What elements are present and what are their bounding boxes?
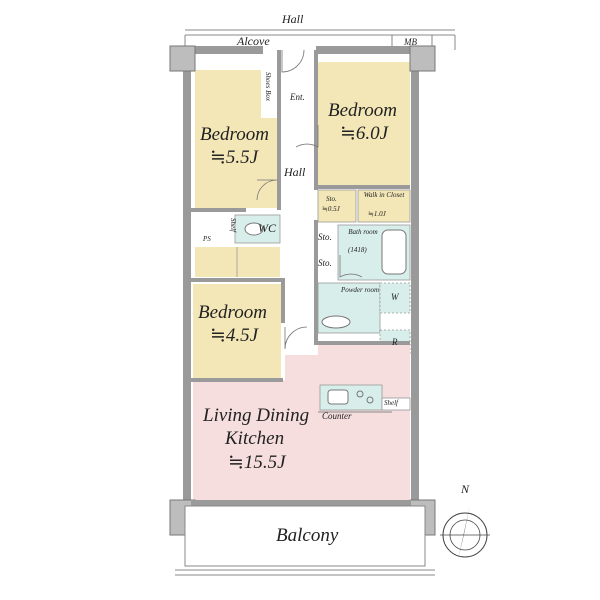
north-label: N — [461, 482, 470, 496]
living-area — [193, 345, 410, 500]
alcove-label: Alcove — [237, 34, 270, 48]
ps-label: PS — [203, 235, 211, 243]
basin — [321, 315, 351, 329]
bathtub — [381, 229, 407, 275]
wall-left — [183, 50, 191, 500]
storage-small-name: Sto. — [326, 195, 337, 203]
storage-b-label: Sto. — [318, 258, 332, 268]
wall-bed1-bottom — [191, 208, 246, 212]
wall-bed1-right — [277, 50, 281, 210]
washer-area — [379, 282, 411, 314]
washer-label: W — [391, 292, 399, 302]
fridge-label: R — [392, 337, 398, 347]
hall-inner-label: Hall — [284, 165, 306, 179]
mb-label: MB — [404, 37, 417, 47]
wall-top-right — [316, 46, 419, 54]
bedroom-1-area — [195, 70, 261, 208]
closet-row — [195, 247, 280, 277]
hall-top-label: Hall — [282, 12, 304, 26]
bedroom-1-size: ≒5.5J — [210, 147, 259, 168]
door-bedroom-2 — [295, 125, 319, 148]
living-size: ≒15.5J — [228, 452, 286, 473]
wall-core-left — [314, 220, 318, 345]
wall-core-bottom — [314, 341, 410, 345]
stove-1 — [356, 390, 364, 398]
door-bedroom-3 — [284, 326, 308, 350]
living-line-2: Kitchen — [225, 428, 285, 449]
bedroom-2-size: ≒6.0J — [340, 123, 389, 144]
kitchen-shelf-area — [381, 397, 411, 411]
storage-small-area — [317, 189, 357, 223]
door-entrance — [281, 49, 305, 73]
wall-bed3-bottom — [191, 378, 283, 382]
bedroom-3-size: ≒4.5J — [210, 325, 259, 346]
wall-top-left — [183, 46, 263, 54]
entrance-label: Ent. — [290, 92, 305, 102]
column-tr — [409, 45, 436, 72]
stove-2 — [366, 396, 374, 404]
bedroom-1-name: Bedroom — [200, 124, 269, 145]
walk-in-size: ≒1.0J — [368, 210, 386, 218]
wc-label: WC — [258, 221, 276, 235]
bathroom-name: Bath room — [348, 228, 378, 236]
wall-bed2-left — [314, 50, 318, 190]
bathroom-code: (1418) — [348, 246, 367, 254]
wall-bottom — [191, 500, 411, 506]
bedroom-2-area — [318, 62, 410, 185]
column-tl — [169, 45, 196, 72]
balcony-label: Balcony — [276, 525, 339, 546]
storage-small-size: ≒0.5J — [322, 205, 340, 213]
door-bath — [339, 255, 363, 278]
walk-in-area — [357, 189, 411, 223]
bedroom-2-name: Bedroom — [328, 100, 397, 121]
balcony-area — [184, 505, 426, 567]
wall-right — [411, 50, 419, 500]
powder-room-label: Powder room — [340, 286, 380, 294]
storage-a-label: Sto. — [318, 232, 332, 242]
bedroom-1-area-b — [261, 118, 277, 208]
walk-in-name: Walk in Closet — [363, 191, 405, 199]
bedroom-3-area — [193, 284, 281, 378]
wall-bed2-bottom — [314, 185, 410, 189]
living-line-1: Living Dining — [203, 405, 310, 426]
wall-bed3-top — [191, 278, 283, 282]
counter-label: Counter — [322, 411, 352, 421]
door-bedroom-1 — [256, 179, 278, 201]
bedroom-3-name: Bedroom — [198, 302, 267, 323]
compass-needle — [458, 505, 470, 560]
kitchen-sink — [327, 389, 349, 405]
toilet — [244, 222, 264, 236]
kitchen-shelf-label: Shelf — [384, 399, 398, 407]
wall-bed3-right — [281, 278, 285, 323]
shelf-label: Shelf — [229, 218, 237, 232]
shoes-box-label: Shoes Box — [264, 72, 272, 101]
